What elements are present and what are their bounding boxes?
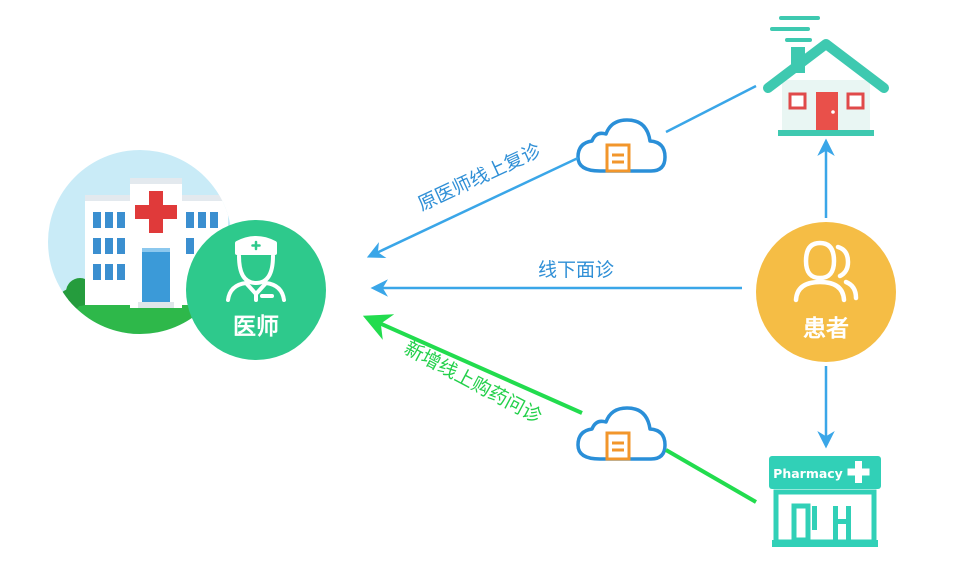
red-cross-icon [135, 191, 177, 233]
home-icon [763, 16, 889, 136]
patient-node: 患者 [756, 222, 896, 362]
cloud-document-icon [576, 118, 667, 173]
doctor-node: 医师 [186, 220, 326, 360]
cloud-document-icon [576, 406, 667, 461]
users-icon [793, 240, 859, 303]
doctor-label: 医师 [233, 314, 279, 340]
pharmacy-sign-text: Pharmacy [773, 466, 843, 481]
patient-label: 患者 [803, 315, 849, 342]
online-followup-arrow: 原医师线上复诊 [366, 84, 757, 258]
new-online-purchase-label: 新增线上购药问诊 [401, 337, 546, 428]
pharmacy-cross-icon [847, 461, 870, 483]
doctor-icon [226, 236, 286, 302]
offline-visit-label: 线下面诊 [538, 259, 614, 281]
pharmacy-icon: Pharmacy [769, 456, 881, 547]
new-online-purchase-arrow: 新增线上购药问诊 [362, 314, 758, 504]
offline-visit-arrow: 线下面诊 [370, 259, 742, 297]
